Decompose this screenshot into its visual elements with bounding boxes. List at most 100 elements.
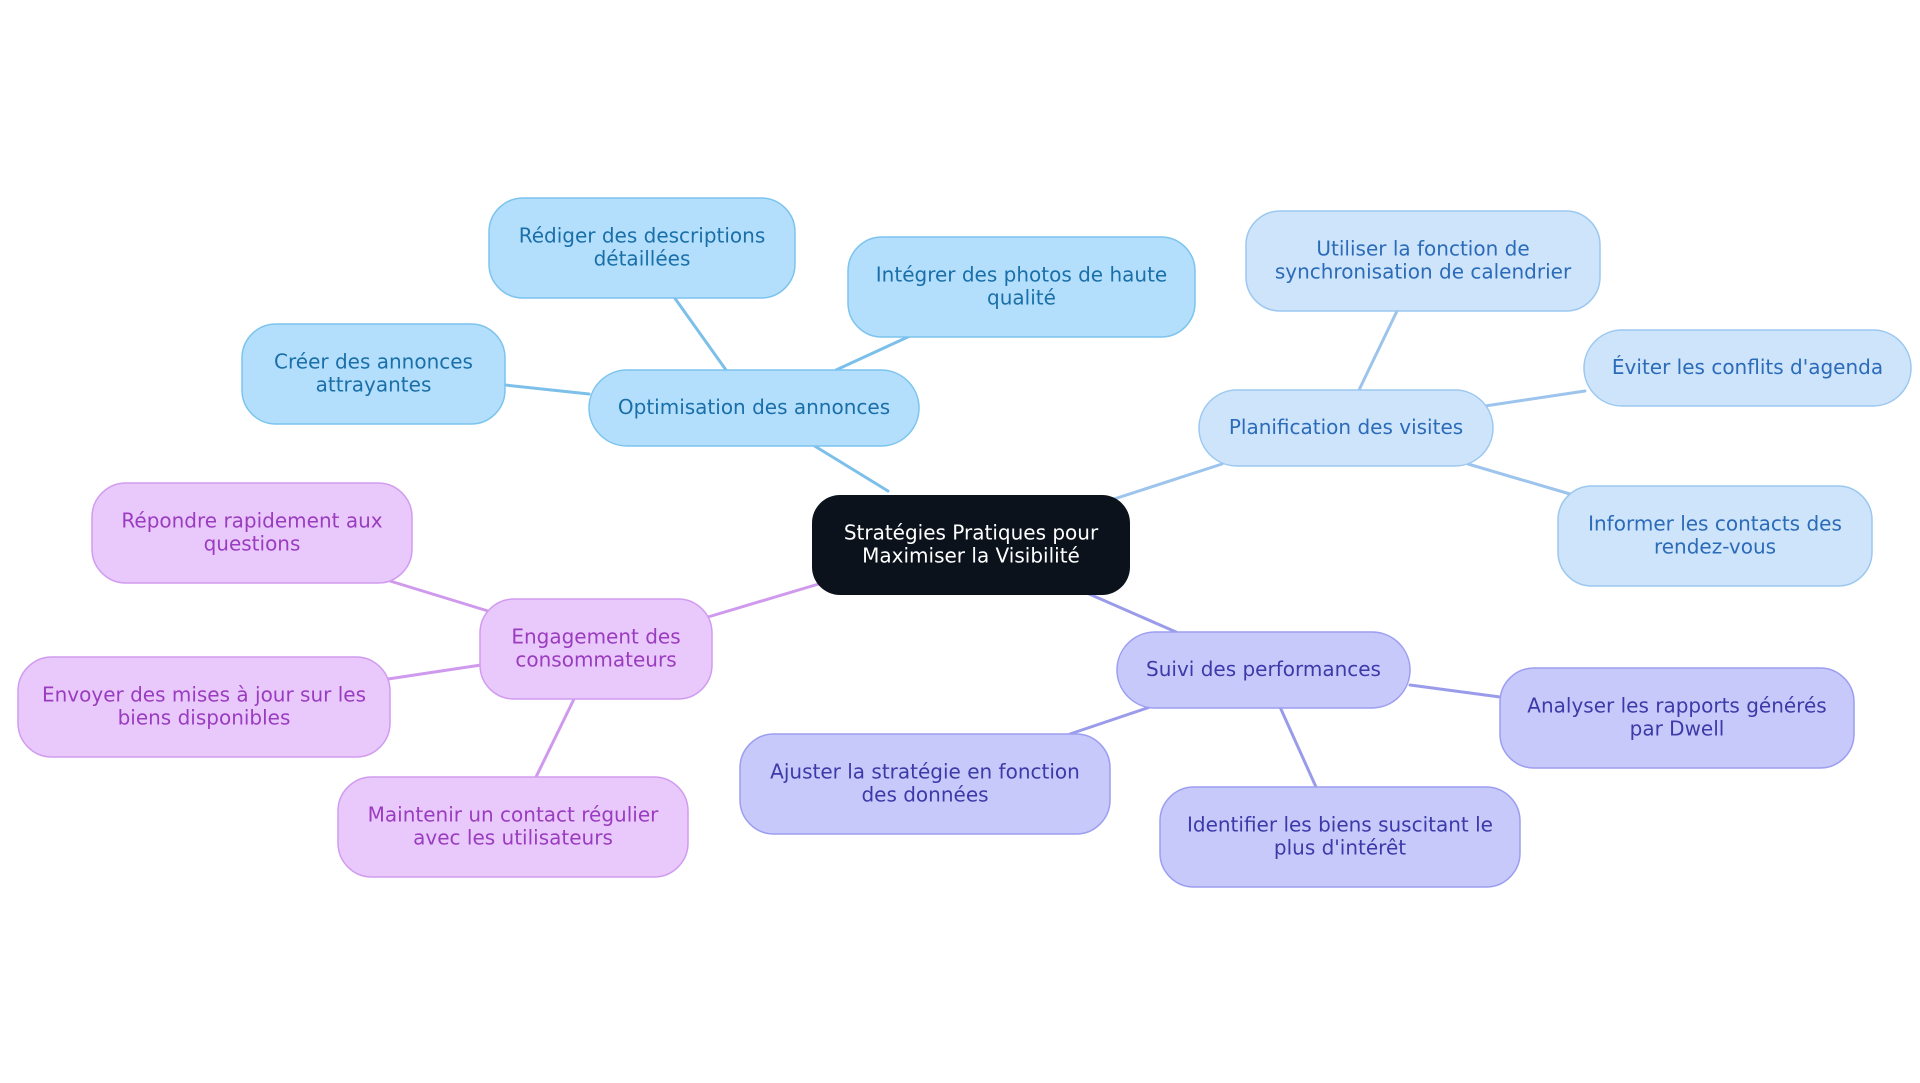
node-box-optimisation[interactable] <box>588 369 920 447</box>
node-label-eviter: Éviter les conflits d'agenda <box>1612 355 1883 379</box>
node-label-line: Intégrer des photos de haute <box>876 262 1167 286</box>
node-label-line: Suivi des performances <box>1146 657 1381 681</box>
edge-identifier <box>1278 705 1318 789</box>
edge-utiliser <box>1357 309 1399 392</box>
node-box-identifier[interactable] <box>1159 786 1521 888</box>
node-label-line: Maintenir un contact régulier <box>368 802 659 826</box>
node-label-line: plus d'intérêt <box>1274 835 1406 859</box>
node-label-planification: Planification des visites <box>1229 415 1463 439</box>
edge-planification <box>1109 462 1224 502</box>
node-label-line: détaillées <box>594 246 691 270</box>
node-label-line: Identifier les biens suscitant le <box>1187 812 1493 836</box>
node-label-line: Créer des annonces <box>274 349 473 373</box>
edge-informer <box>1466 462 1572 496</box>
edge-eviter <box>1483 389 1587 408</box>
edge-repondre <box>388 579 490 613</box>
node-label-line: rendez-vous <box>1654 534 1776 558</box>
node-label-line: Rédiger des descriptions <box>519 223 766 247</box>
node-box-suivi[interactable] <box>1116 631 1411 709</box>
node-label-line: Optimisation des annonces <box>618 395 890 419</box>
node-label-optimisation: Optimisation des annonces <box>618 395 890 419</box>
edge-analyser <box>1408 683 1502 699</box>
node-optimisation[interactable]: Optimisation des annonces <box>588 369 920 447</box>
node-label-line: Engagement des <box>511 624 680 648</box>
node-label-line: Informer les contacts des <box>1588 511 1842 535</box>
node-box-engagement[interactable] <box>479 598 713 700</box>
node-box-creer[interactable] <box>241 323 506 425</box>
node-label-line: attrayantes <box>316 372 432 396</box>
edge-envoyer <box>386 663 483 681</box>
node-suivi[interactable]: Suivi des performances <box>1116 631 1411 709</box>
edge-integrer <box>834 334 912 372</box>
node-label-suivi: Suivi des performances <box>1146 657 1381 681</box>
node-box-repondre[interactable] <box>91 482 413 584</box>
node-label-line: Ajuster la stratégie en fonction <box>770 759 1080 783</box>
node-label-line: Éviter les conflits d'agenda <box>1612 355 1883 379</box>
edge-suivi <box>1078 588 1178 634</box>
node-box-integrer[interactable] <box>847 236 1196 338</box>
node-box-utiliser[interactable] <box>1245 210 1601 312</box>
node-label-line: Utiliser la fonction de <box>1316 236 1529 260</box>
node-label-line: des données <box>861 782 988 806</box>
node-planification[interactable]: Planification des visites <box>1198 389 1494 467</box>
node-box-maintenir[interactable] <box>337 776 689 878</box>
node-label-line: Analyser les rapports générés <box>1527 693 1826 717</box>
node-label-line: Stratégies Pratiques pour <box>844 520 1099 544</box>
edge-rediger <box>672 295 728 372</box>
node-label-line: qualité <box>987 285 1056 309</box>
node-box-planification[interactable] <box>1198 389 1494 467</box>
edges-layer <box>386 295 1587 789</box>
node-label-line: synchronisation de calendrier <box>1275 259 1572 283</box>
node-label-line: Maximiser la Visibilité <box>862 543 1080 567</box>
node-label-line: questions <box>204 531 301 555</box>
edge-maintenir <box>534 697 576 779</box>
node-box-root[interactable] <box>812 495 1130 595</box>
edge-creer <box>503 383 591 396</box>
node-label-line: Planification des visites <box>1229 415 1463 439</box>
node-label-line: avec les utilisateurs <box>413 825 613 849</box>
node-eviter[interactable]: Éviter les conflits d'agenda <box>1583 329 1912 407</box>
node-box-informer[interactable] <box>1557 485 1873 587</box>
node-label-line: consommateurs <box>515 647 676 671</box>
edge-ajuster <box>1068 705 1152 736</box>
edge-optimisation <box>811 443 890 493</box>
node-box-rediger[interactable] <box>488 197 796 299</box>
node-label-line: biens disponibles <box>118 705 291 729</box>
node-box-ajuster[interactable] <box>739 733 1111 835</box>
node-box-analyser[interactable] <box>1499 667 1855 769</box>
node-label-line: Répondre rapidement aux <box>121 508 382 532</box>
edge-engagement <box>706 581 824 619</box>
node-label-line: par Dwell <box>1630 716 1725 740</box>
node-box-envoyer[interactable] <box>17 656 391 758</box>
node-label-line: Envoyer des mises à jour sur les <box>42 682 366 706</box>
node-box-eviter[interactable] <box>1583 329 1912 407</box>
